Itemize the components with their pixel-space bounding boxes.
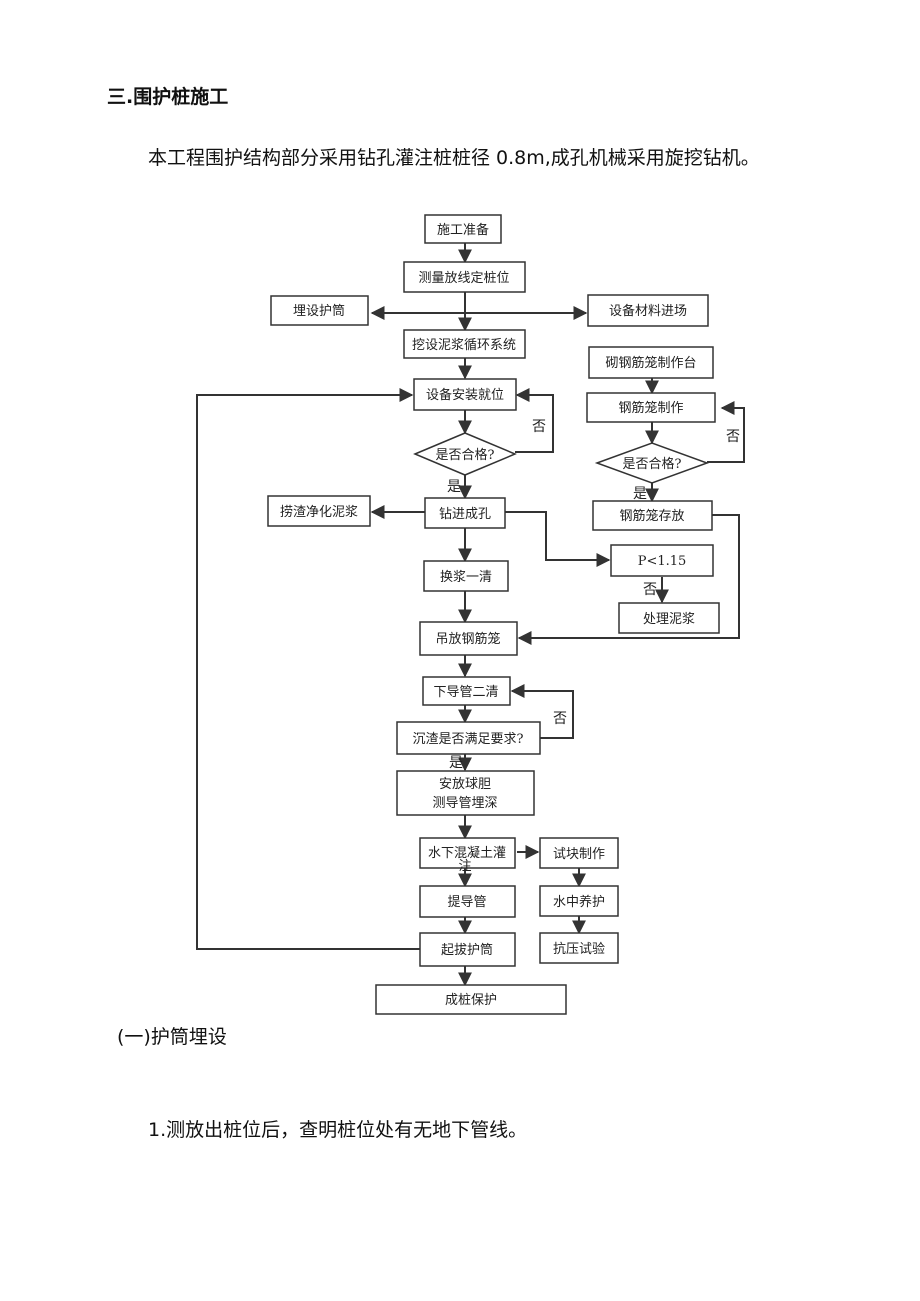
node-finish: 成桩保护 <box>375 984 567 1015</box>
svg-text:水中养护: 水中养护 <box>553 894 605 910</box>
svg-text:水下混凝土灌: 水下混凝土灌 <box>428 845 506 861</box>
svg-text:起拔护筒: 起拔护筒 <box>441 942 493 958</box>
node-mud-system: 挖设泥浆循环系统 <box>403 329 526 359</box>
svg-text:提导管: 提导管 <box>447 894 486 910</box>
node-lift-pipe: 提导管 <box>419 885 516 918</box>
svg-text:下导管二清: 下导管二清 <box>433 685 498 700</box>
node-compress: 抗压试验 <box>539 932 619 964</box>
svg-text:钻进成孔: 钻进成孔 <box>439 507 491 522</box>
node-materials: 设备材料进场 <box>587 294 709 327</box>
svg-text:施工准备: 施工准备 <box>437 222 489 238</box>
node-drill: 钻进成孔 <box>424 497 506 529</box>
node-prep: 施工准备 <box>424 214 502 244</box>
svg-text:换浆一清: 换浆一清 <box>440 570 492 585</box>
svg-text:处理泥浆: 处理泥浆 <box>643 612 695 627</box>
svg-text:吊放钢筋笼: 吊放钢筋笼 <box>435 631 500 647</box>
step-1-paragraph: 1.测放出桩位后，查明桩位处有无地下管线。 <box>148 1119 528 1141</box>
svg-text:钢筋笼制作: 钢筋笼制作 <box>618 400 683 416</box>
svg-text:捞渣净化泥浆: 捞渣净化泥浆 <box>280 504 358 520</box>
svg-text:安放球胆: 安放球胆 <box>439 777 491 792</box>
node-casing: 埋设护筒 <box>270 295 369 326</box>
node-water-cure: 水中养护 <box>539 885 619 917</box>
intro-paragraph: 本工程围护结构部分采用钻孔灌注桩桩径 0.8m,成孔机械采用旋挖钻机。 <box>148 147 760 169</box>
node-test-make: 试块制作 <box>539 837 619 869</box>
node-pull-casing: 起拔护筒 <box>419 932 516 967</box>
label-no-4: 否 <box>553 711 567 727</box>
node-slag: 捞渣净化泥浆 <box>267 495 371 527</box>
node-ball: 安放球胆 测导管埋深 <box>396 770 535 816</box>
svg-text:成桩保护: 成桩保护 <box>445 993 497 1008</box>
node-cage-table: 砌钢筋笼制作台 <box>588 346 714 379</box>
svg-text:试块制作: 试块制作 <box>553 847 605 862</box>
svg-text:设备安装就位: 设备安装就位 <box>426 387 504 403</box>
node-p-check: P<1.15 <box>610 544 714 577</box>
label-no-2: 否 <box>726 429 740 445</box>
svg-text:抗压试验: 抗压试验 <box>553 941 605 957</box>
node-pipe-clean-2: 下导管二清 <box>422 676 511 706</box>
svg-text:测量放线定桩位: 测量放线定桩位 <box>418 271 509 286</box>
svg-text:沉渣是否满足要求?: 沉渣是否满足要求? <box>413 732 524 747</box>
svg-text:挖设泥浆循环系统: 挖设泥浆循环系统 <box>412 338 516 353</box>
label-yes-2: 是 <box>633 486 647 502</box>
svg-text:是否合格?: 是否合格? <box>436 447 495 463</box>
node-mud-treat: 处理泥浆 <box>618 602 720 634</box>
svg-text:P<1.15: P<1.15 <box>638 554 687 569</box>
label-yes-3: 是 <box>449 755 463 771</box>
subsection-title: (一)护筒埋设 <box>117 1026 227 1048</box>
flow-connectors <box>196 243 745 987</box>
svg-text:砌钢筋笼制作台: 砌钢筋笼制作台 <box>605 355 696 371</box>
section-title: 三.围护桩施工 <box>107 86 229 108</box>
node-cage-make: 钢筋笼制作 <box>586 392 716 423</box>
svg-text:设备材料进场: 设备材料进场 <box>609 303 687 319</box>
node-lower-cage: 吊放钢筋笼 <box>419 621 518 656</box>
svg-text:钢筋笼存放: 钢筋笼存放 <box>619 508 684 524</box>
node-cage-store: 钢筋笼存放 <box>592 500 713 531</box>
node-clean-1: 换浆一清 <box>423 560 509 592</box>
node-qualified-2: 是否合格? <box>594 442 710 484</box>
label-yes-1: 是 <box>447 479 461 495</box>
label-no-3: 否 <box>643 582 657 598</box>
svg-text:是否合格?: 是否合格? <box>623 456 682 472</box>
svg-text:注: 注 <box>458 859 471 874</box>
node-pour: 水下混凝土灌 注 <box>419 837 516 874</box>
svg-text:埋设护筒: 埋设护筒 <box>293 303 345 319</box>
svg-text:测导管埋深: 测导管埋深 <box>432 796 497 811</box>
node-install: 设备安装就位 <box>413 378 517 411</box>
node-qualified-1: 是否合格? <box>413 432 517 476</box>
branch-labels: 否 是 否 是 否 否 是 <box>447 419 740 771</box>
node-sediment: 沉渣是否满足要求? <box>396 721 541 755</box>
node-survey: 测量放线定桩位 <box>403 261 526 293</box>
label-no-1: 否 <box>532 419 546 435</box>
